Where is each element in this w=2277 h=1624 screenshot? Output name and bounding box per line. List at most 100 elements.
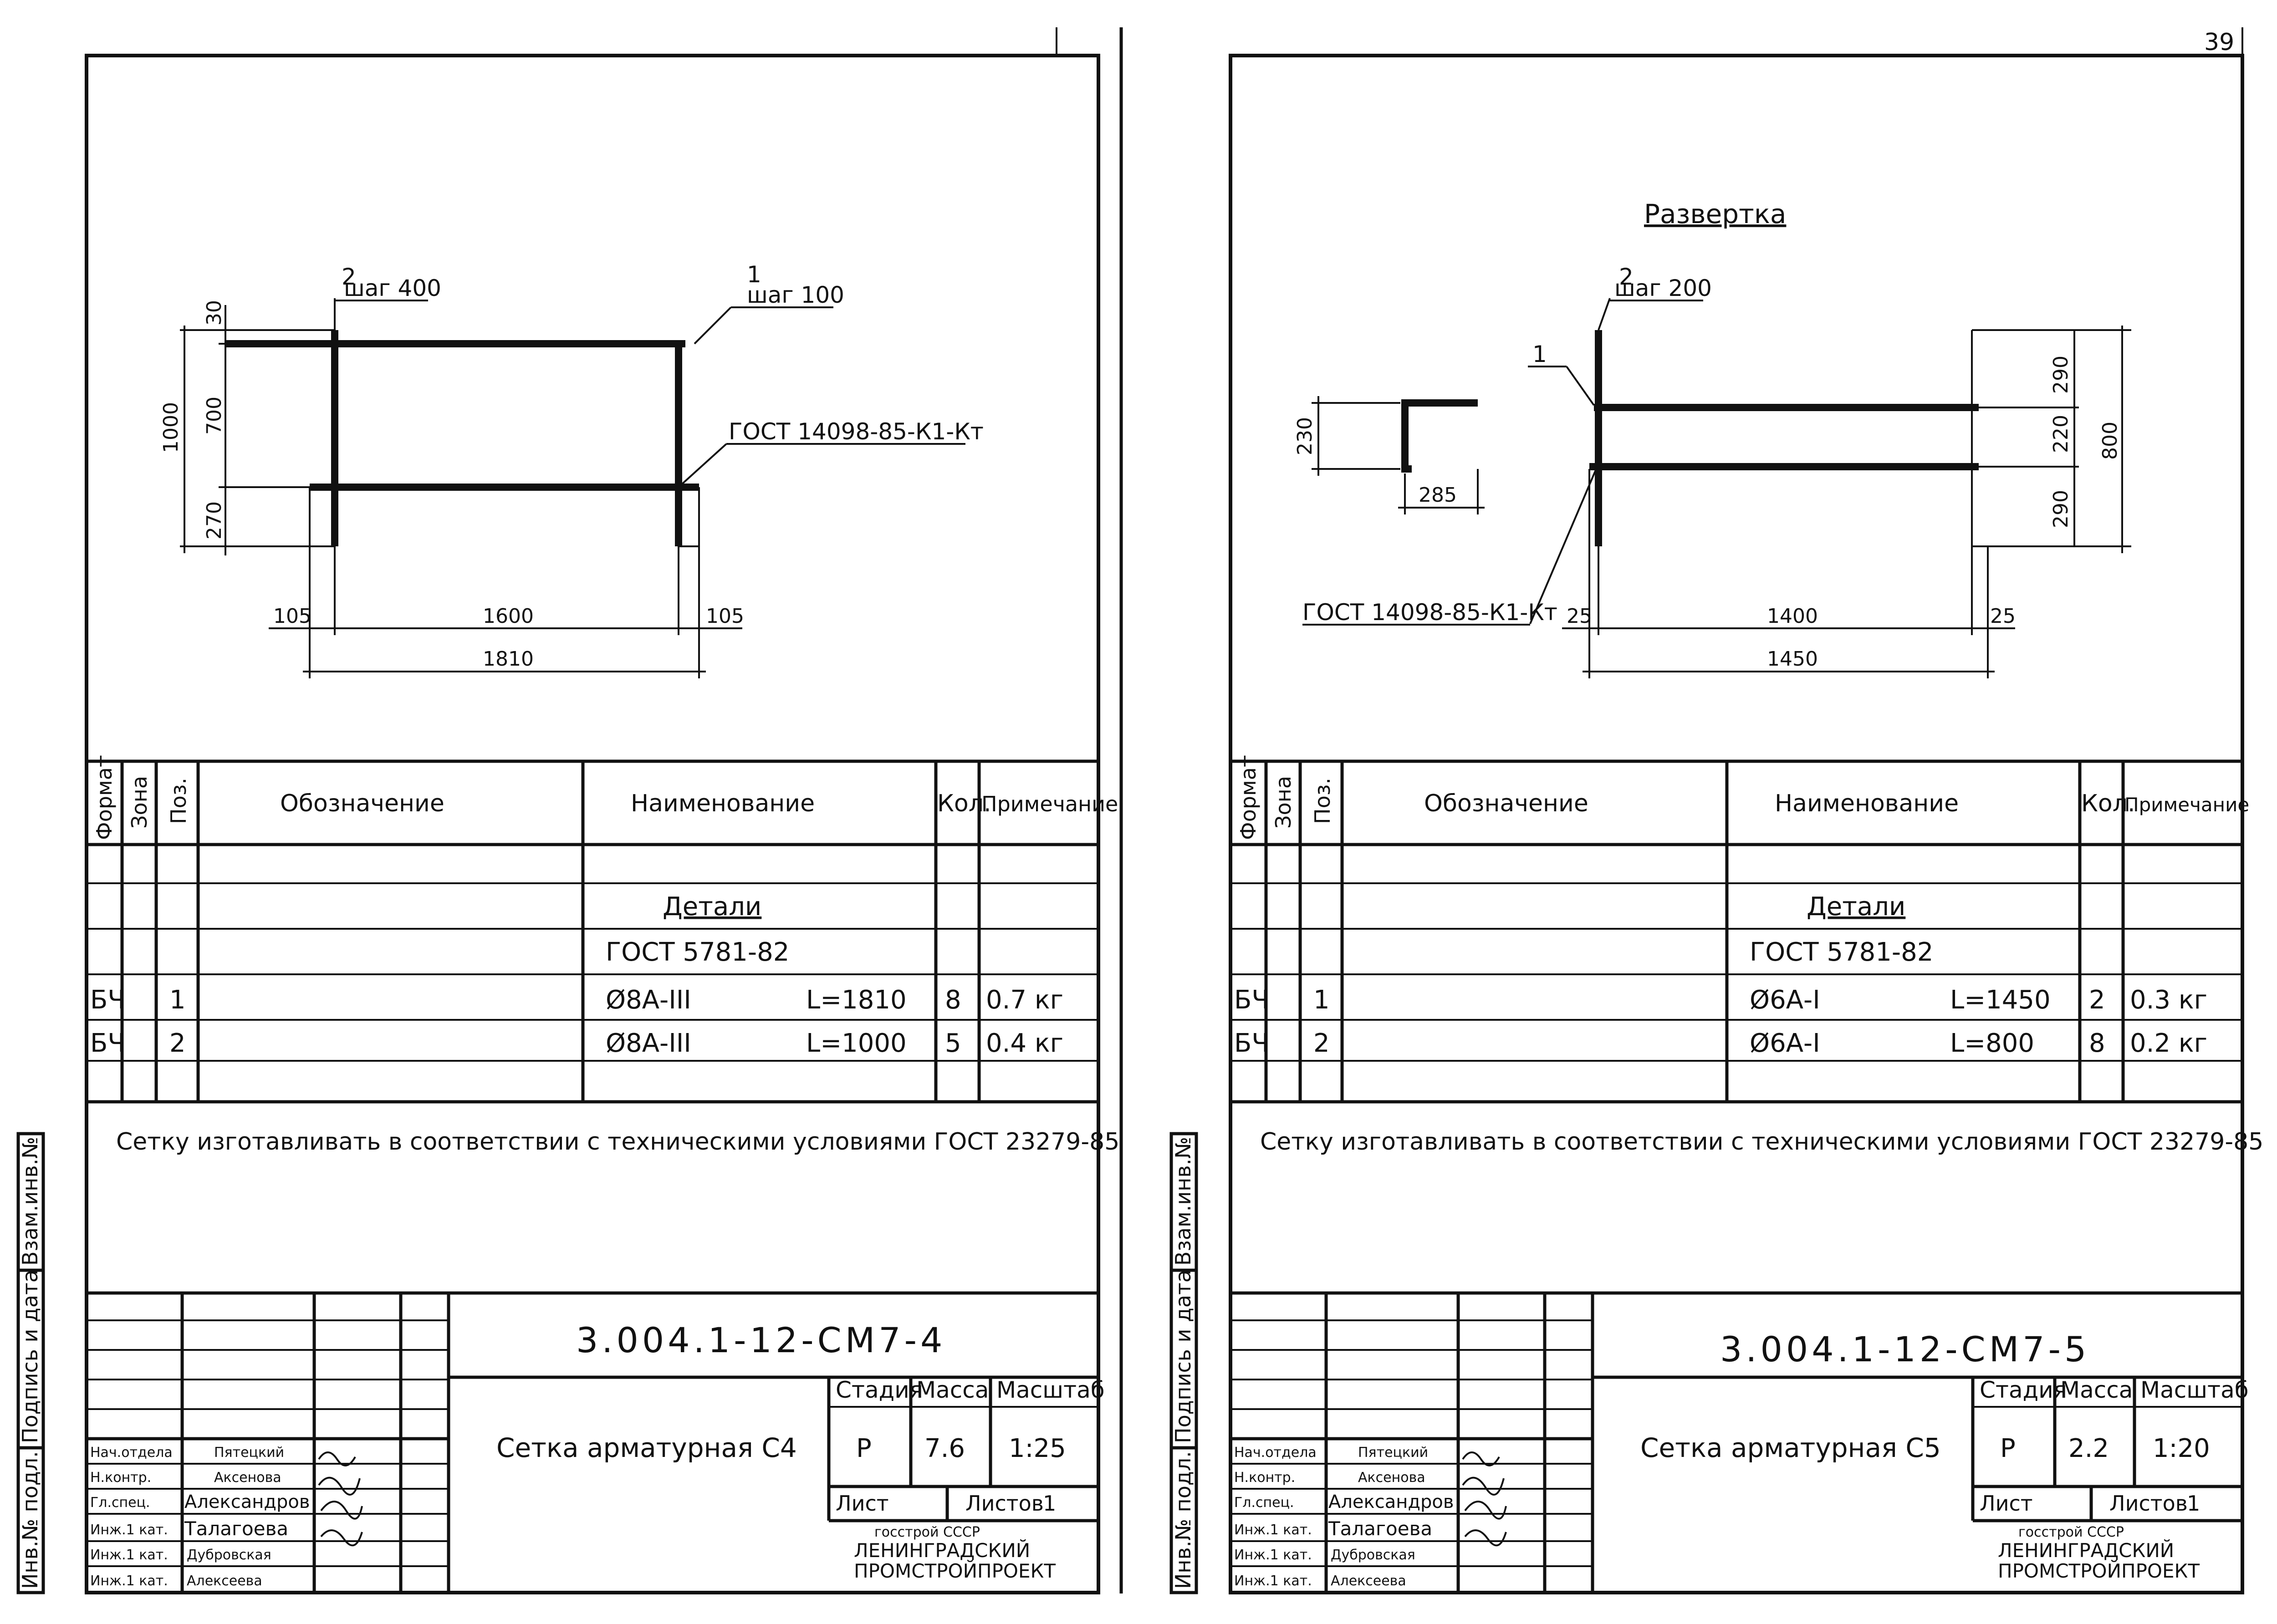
col-pos: Поз. [166, 778, 191, 824]
dim-left-overhang: 25 [1567, 605, 1592, 628]
name-6: Алексеева [1331, 1573, 1406, 1589]
dim-length: 1600 [483, 605, 534, 628]
drawing-code: 3.004.1-12-СМ7-4 [576, 1320, 946, 1360]
role-5: Инж.1 кат. [1234, 1547, 1312, 1563]
side-vzam-inv: Взам.инв.№ [18, 1137, 42, 1266]
row2-qty: 5 [945, 1028, 961, 1058]
mesh-drawing-right: 2 шаг 200 1 ГОСТ 14098-85-К1-Кт 290 220 … [1302, 264, 2131, 678]
row2-pos: 2 [1313, 1028, 1330, 1058]
row2-pos: 2 [169, 1028, 186, 1058]
row1-format: БЧ [1234, 985, 1269, 1015]
col-format: Формат [1236, 755, 1261, 840]
org-line3: ПРОМСТРОЙПРОЕКТ [1998, 1559, 2200, 1582]
col-qty: Кол. [2081, 790, 2135, 817]
manufacture-note: Сетку изготавливать в соответствии с тех… [116, 1128, 1119, 1156]
manufacture-note: Сетку изготавливать в соответствии с тех… [1260, 1128, 2263, 1156]
role-5: Инж.1 кат. [90, 1547, 168, 1563]
stage-value: Р [2000, 1434, 2016, 1463]
bent-detail: 230 285 [1293, 396, 1485, 514]
dim-overall: 1450 [1767, 647, 1818, 671]
col-zone: Зона [1271, 776, 1296, 829]
org-line2: ЛЕНИНГРАДСКИЙ [854, 1539, 1030, 1562]
col-name: Наименование [1775, 790, 1959, 817]
dim-bottom: 290 [2049, 490, 2073, 528]
row2-length: L=800 [1950, 1028, 2034, 1058]
scale-label: Масштаб [996, 1377, 1105, 1403]
callout-2-pos: 2 [1619, 264, 1634, 290]
title-block-right: 3.004.1-12-СМ7-5 Сетка арматурная С5 Ста… [1230, 1291, 2249, 1593]
sheet-frame [85, 54, 1100, 1594]
role-6: Инж.1 кат. [90, 1573, 168, 1589]
row1-qty: 8 [945, 985, 961, 1015]
sheet-number: 39 [2204, 29, 2234, 56]
col-note: Примечание [981, 792, 1118, 816]
detail-height: 230 [1293, 417, 1317, 455]
org-line2: ЛЕНИНГРАДСКИЙ [1998, 1539, 2174, 1562]
role-1: Нач.отдела [1234, 1445, 1317, 1461]
org-line1: госстрой СССР [874, 1524, 980, 1540]
sheet-frame [1229, 54, 2244, 1594]
sheet-label: Лист [1980, 1491, 2033, 1516]
row2-note: 0.2 кг [2130, 1028, 2207, 1058]
name-3: Александров [184, 1492, 310, 1512]
callout-1-pos: 1 [747, 261, 761, 288]
col-designation: Обозначение [1424, 790, 1588, 817]
spec-table-left: Формат Зона Поз. Обозначение Наименовани… [87, 755, 1118, 1104]
gost-weld-label: ГОСТ 14098-85-К1-Кт [1302, 599, 1557, 626]
side-podpis-data: Подпись и дата [1171, 1270, 1195, 1443]
standard-gost: ГОСТ 5781-82 [1750, 937, 1933, 967]
side-strip-right: Инв.№ подл. Подпись и дата Взам.инв.№ [1169, 1132, 1198, 1594]
side-strip-left: Инв.№ подл. Подпись и дата Взам.инв.№ [16, 1132, 45, 1594]
org-line3: ПРОМСТРОЙПРОЕКТ [854, 1559, 1056, 1582]
dim-total: 800 [2098, 422, 2122, 460]
name-1: Пятецкий [1358, 1445, 1428, 1461]
mass-label: Масса [2060, 1377, 2133, 1403]
name-5: Дубровская [187, 1547, 271, 1563]
role-2: Н.контр. [1234, 1470, 1295, 1486]
col-note: Примечание [2124, 794, 2249, 816]
callout-2-step: шаг 400 [344, 275, 441, 301]
callout-2-step: шаг 200 [1614, 275, 1712, 301]
col-designation: Обозначение [280, 790, 444, 817]
dim-left-overhang: 105 [273, 605, 311, 628]
col-zone: Зона [127, 776, 152, 829]
name-4: Талагоева [184, 1517, 288, 1540]
dim-bottom: 270 [203, 501, 226, 540]
name-2: Аксенова [1358, 1470, 1425, 1486]
dim-overall: 1810 [483, 647, 534, 671]
side-podpis-data: Подпись и дата [18, 1270, 42, 1443]
sheets-count: 1 [2187, 1491, 2200, 1516]
role-3: Гл.спец. [90, 1495, 150, 1511]
role-4: Инж.1 кат. [1234, 1522, 1312, 1538]
name-1: Пятецкий [214, 1445, 284, 1461]
callout-1-pos: 1 [1532, 341, 1547, 367]
gost-weld-label: ГОСТ 14098-85-К1-Кт [729, 418, 984, 445]
mesh-drawing-left: 2 шаг 400 1 шаг 100 ГОСТ 14098-85-К1-Кт … [159, 261, 984, 678]
dim-total: 1000 [159, 402, 183, 453]
sheets-label: Листов [2109, 1491, 2188, 1516]
scale-value: 1:20 [2153, 1434, 2210, 1463]
spec-table-right: Формат Зона Поз. Обозначение Наименовани… [1230, 755, 2249, 1104]
signatures [1462, 1451, 1507, 1547]
col-format: Формат [92, 755, 117, 840]
name-2: Аксенова [214, 1470, 281, 1486]
dim-mid: 700 [203, 397, 226, 435]
role-1: Нач.отдела [90, 1445, 173, 1461]
row2-qty: 8 [2089, 1028, 2105, 1058]
sheets-label: Листов [965, 1491, 1044, 1516]
name-4: Талагоева [1328, 1517, 1432, 1540]
role-4: Инж.1 кат. [90, 1522, 168, 1538]
row1-length: L=1810 [806, 985, 907, 1015]
role-6: Инж.1 кат. [1234, 1573, 1312, 1589]
dim-mid: 220 [2049, 415, 2073, 453]
row1-qty: 2 [2089, 985, 2105, 1015]
row1-note: 0.7 кг [986, 985, 1063, 1015]
callout-2-pos: 2 [342, 264, 356, 290]
signatures [318, 1451, 363, 1547]
stage-value: Р [856, 1434, 872, 1463]
row2-name: Ø6А-I [1750, 1028, 1820, 1058]
col-name: Наименование [631, 790, 815, 817]
sheet-label: Лист [836, 1491, 889, 1516]
col-pos: Поз. [1310, 778, 1335, 824]
